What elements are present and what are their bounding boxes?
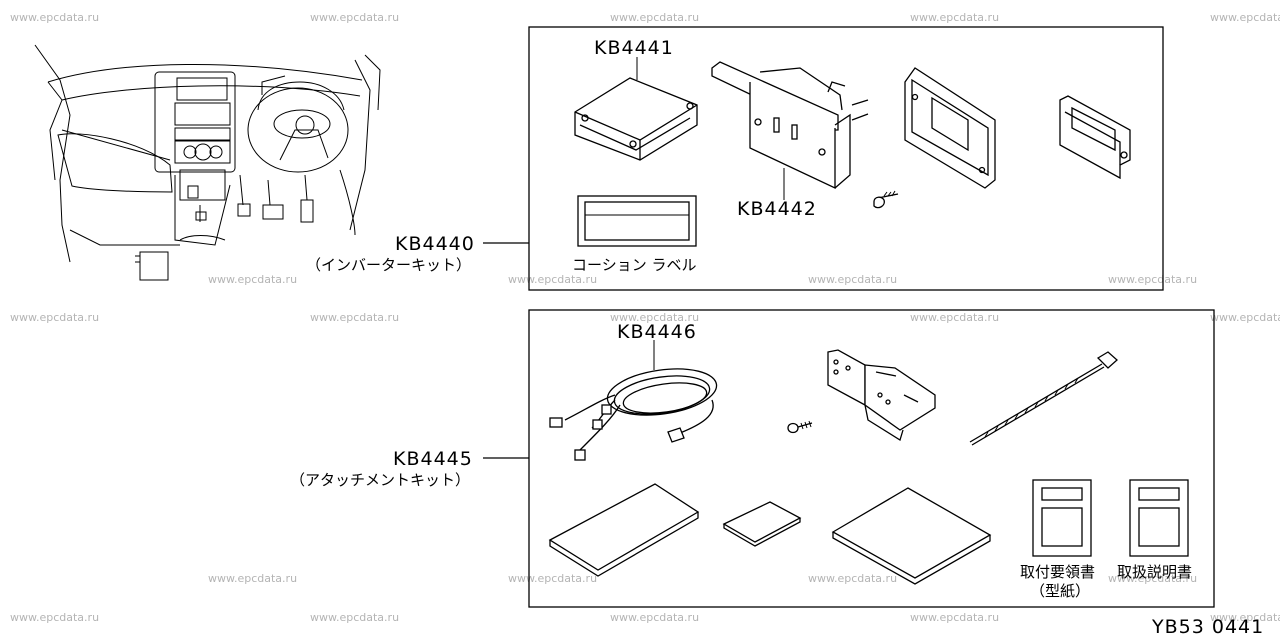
outlet-drawing xyxy=(711,61,869,200)
watermark: www.epcdata.ru xyxy=(10,11,99,24)
cable-tie-drawing xyxy=(969,351,1118,446)
watermark: www.epcdata.ru xyxy=(610,611,699,624)
watermark: www.epcdata.ru xyxy=(1210,11,1280,24)
outlet-part-number: KB4442 xyxy=(737,198,817,220)
inverter-kit-box xyxy=(528,26,1164,291)
watermark: www.epcdata.ru xyxy=(910,311,999,324)
install-manual-note: （型紙） xyxy=(1030,582,1090,600)
watermark: www.epcdata.ru xyxy=(910,611,999,624)
owner-manual-drawing xyxy=(1129,479,1189,557)
watermark: www.epcdata.ru xyxy=(808,572,897,585)
watermark: www.epcdata.ru xyxy=(10,311,99,324)
foam-pad-small xyxy=(722,501,802,543)
watermark: www.epcdata.ru xyxy=(310,311,399,324)
watermark: www.epcdata.ru xyxy=(310,611,399,624)
watermark: www.epcdata.ru xyxy=(508,273,597,286)
install-manual-drawing xyxy=(1032,479,1092,557)
screw-drawing xyxy=(873,190,899,209)
attachment-kit-part-number: KB4445 xyxy=(393,448,473,470)
watermark: www.epcdata.ru xyxy=(610,311,699,324)
caution-label-name: コーション ラベル xyxy=(572,256,696,274)
watermark: www.epcdata.ru xyxy=(1210,611,1280,624)
watermark: www.epcdata.ru xyxy=(508,572,597,585)
foam-pad-square xyxy=(831,487,992,579)
harness-drawing xyxy=(549,340,718,461)
watermark: www.epcdata.ru xyxy=(310,11,399,24)
dashboard-illustration xyxy=(34,44,381,281)
inverter-unit-drawing xyxy=(574,57,698,161)
mounting-bracket-drawing xyxy=(827,349,936,442)
watermark: www.epcdata.ru xyxy=(1108,273,1197,286)
small-screw-drawing xyxy=(787,420,813,434)
attachment-kit-name: （アタッチメントキット） xyxy=(290,471,470,489)
bezel-drawing xyxy=(904,67,996,189)
watermark: www.epcdata.ru xyxy=(208,572,297,585)
watermark: www.epcdata.ru xyxy=(808,273,897,286)
watermark: www.epcdata.ru xyxy=(208,273,297,286)
inverter-kit-part-number: KB4440 xyxy=(395,233,475,255)
harness-part-number: KB4446 xyxy=(617,321,697,343)
watermark: www.epcdata.ru xyxy=(10,611,99,624)
foam-pad-large xyxy=(548,483,700,571)
watermark: www.epcdata.ru xyxy=(1108,572,1197,585)
inverter-kit-name: （インバーターキット） xyxy=(306,256,471,274)
bracket-plate-drawing xyxy=(1059,95,1131,180)
owner-manual-label: 取扱説明書 xyxy=(1117,563,1192,581)
caution-label-drawing xyxy=(577,195,697,247)
install-manual-label: 取付要領書 xyxy=(1020,563,1095,581)
watermark: www.epcdata.ru xyxy=(610,11,699,24)
inverter-unit-part-number: KB4441 xyxy=(594,37,674,59)
watermark: www.epcdata.ru xyxy=(1210,311,1280,324)
watermark: www.epcdata.ru xyxy=(910,11,999,24)
watermark-layer: www.epcdata.ru www.epcdata.ru www.epcdat… xyxy=(10,11,1280,624)
diagram-code: YB53 0441 xyxy=(1151,616,1264,638)
